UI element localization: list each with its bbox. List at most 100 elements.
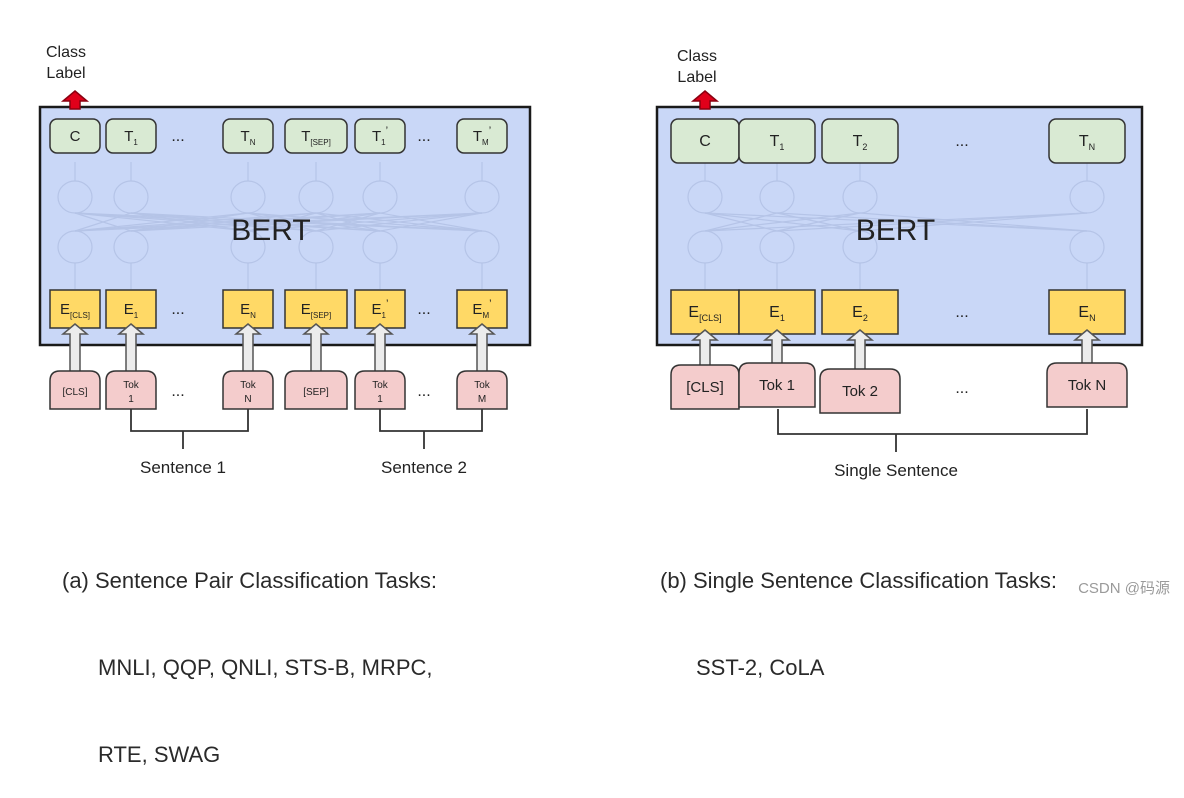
panel-a-link — [379, 212, 483, 232]
panel-a-model-label: BERT — [231, 214, 310, 247]
panel-b-ellipsis-embedding-0: ... — [955, 304, 968, 321]
panel-a-link — [130, 212, 483, 232]
panel-a-token-2 — [222, 370, 274, 410]
panel-a-embedding-label-4-prime: ’ — [386, 298, 388, 310]
panel-a-embedding-2 — [222, 289, 274, 329]
panel-a-output-label-5-main: T — [473, 128, 482, 145]
caption-b-line-2: SST-2, CoLA — [696, 655, 825, 680]
panel-b-class-label-line-2: Label — [677, 69, 716, 86]
panel-a-token-label-3: [SEP] — [303, 387, 329, 398]
panel-a-network — [57, 162, 500, 289]
panel-b-embedding-label-2-sub: 2 — [863, 313, 868, 323]
panel-a-output-0 — [49, 118, 101, 154]
panel-b-embedding-1 — [738, 289, 816, 335]
panel-b-token-label-0: [CLS] — [686, 379, 724, 396]
panel-b-link — [704, 212, 861, 232]
caption-b-line-1: (b) Single Sentence Classification Tasks… — [660, 568, 1058, 593]
panel-a-token-4 — [354, 370, 406, 410]
panel-a-embedding-3 — [284, 289, 348, 329]
caption-a-line-3: RTE, SWAG — [98, 742, 221, 767]
panel-a-link — [74, 212, 381, 232]
panel-a-output-label-2-main: T — [241, 128, 250, 145]
panel-b-link — [704, 212, 778, 232]
caption-a: (a) Sentence Pair Classification Tasks: … — [62, 508, 437, 798]
panel-b-embedding-0 — [670, 289, 740, 335]
panel-a-token-label-1-b: 1 — [128, 394, 134, 405]
panel-a-input-arrow-3 — [301, 323, 331, 378]
panel-a-ellipsis-embedding-0: ... — [171, 301, 184, 318]
panel-a-token-label-2-a: Tok — [240, 380, 257, 391]
panel-b-link — [776, 212, 1088, 232]
panel-b-output-label-0: C — [699, 133, 711, 150]
panel-a-embedding-label-5-prime: ’ — [489, 298, 491, 310]
panel-b-output-1 — [738, 118, 816, 164]
panel-b-output-2 — [821, 118, 899, 164]
panel-a-link — [74, 212, 249, 232]
panel-a-embedding-label-0-sub: [CLS] — [70, 311, 90, 320]
panel-b-output-3 — [1048, 118, 1126, 164]
panel-a-embedding-label-4-main: E — [372, 301, 382, 318]
panel-b-token-label-1: Tok 1 — [759, 377, 795, 394]
panel-b-output-label-3-main: T — [1079, 133, 1089, 150]
panel-b-model-label: BERT — [856, 214, 935, 247]
panel-a-embedding-label-3-sub: [SEP] — [311, 311, 331, 320]
panel-a-output-label-3-main: T — [301, 128, 310, 145]
panel-b-output-label-3: TN — [1079, 133, 1095, 152]
panel-a-embedding-label-5: EM’ — [472, 298, 491, 320]
caption-a-line-2: MNLI, QQP, QNLI, STS-B, MRPC, — [98, 655, 433, 680]
caption-a-line-1: (a) Sentence Pair Classification Tasks: — [62, 568, 437, 593]
panel-b-token-1 — [738, 362, 816, 408]
panel-a-link — [130, 212, 381, 232]
panel-a-token-label-4-a: Tok — [372, 380, 389, 391]
panel-a-output-1 — [105, 118, 157, 154]
panel-a-link — [74, 212, 132, 232]
panel-b-embedding-label-0: E[CLS] — [688, 304, 721, 323]
panel-b-embedding-label-0-main: E — [688, 304, 699, 321]
panel-a-input-arrow-0 — [60, 323, 90, 378]
panel-b-embedding-label-1-main: E — [769, 304, 780, 321]
panel-a-token-label-0: [CLS] — [62, 387, 87, 398]
panel-a-embedding-label-1-main: E — [124, 301, 134, 318]
panel-a-input-arrow-4 — [365, 323, 395, 378]
panel-b-output-label-2-main: T — [853, 133, 863, 150]
panel-b-embedding-2 — [821, 289, 899, 335]
panel-a-output-label-5-sub: M — [482, 138, 489, 147]
panel-b-embedding-label-3: EN — [1078, 304, 1095, 323]
panel-a-output-label-4-prime: ’ — [386, 125, 388, 137]
panel-a-output-label-2: TN — [241, 128, 256, 147]
panel-a-embedding-label-1: E1 — [124, 301, 139, 320]
panel-a-output-label-1-main: T — [124, 128, 133, 145]
panel-b-class-label-line-1: Class — [677, 48, 717, 65]
panel-a-embedding-label-5-sub: M — [482, 311, 489, 320]
panel-a-embedding-label-2: EN — [240, 301, 256, 320]
panel-a-sentence-bracket-1 — [379, 409, 483, 432]
panel-a-output-4 — [354, 118, 406, 154]
panel-b-output-label-1: T1 — [770, 133, 785, 152]
panel-b-output-label-1-sub: 1 — [779, 142, 784, 152]
panel-a-token-3 — [284, 370, 348, 410]
panel-a-sentence-label-0: Sentence 1 — [140, 458, 226, 477]
panel-b-embedding-label-1-sub: 1 — [780, 313, 785, 323]
panel-a-input-arrow-2 — [233, 323, 263, 378]
panel-a-embedding-label-4: E1’ — [372, 298, 389, 320]
panel-b-output-label-2-sub: 2 — [862, 142, 867, 152]
caption-b: (b) Single Sentence Classification Tasks… — [660, 508, 1057, 711]
panel-a-output-label-4: T1’ — [372, 125, 388, 147]
panel-b-link — [704, 212, 1088, 232]
panel-b-embedding-label-3-sub: N — [1089, 313, 1096, 323]
panel-a-embedding-label-3: E[SEP] — [301, 301, 331, 320]
panel-b-embedding-label-2: E2 — [852, 304, 868, 323]
panel-a-embedding-label-2-sub: N — [250, 311, 256, 320]
panel-b-embedding-label-0-sub: [CLS] — [699, 313, 722, 323]
panel-b-ellipsis-output-0: ... — [955, 133, 968, 150]
panel-a-class-label-line-2: Label — [46, 65, 85, 82]
panel-b-token-3 — [1046, 362, 1128, 408]
panel-a-output-label-4-sub: 1 — [381, 138, 386, 147]
panel-a-embedding-label-0-main: E — [60, 301, 70, 318]
panel-b-token-2 — [819, 368, 901, 414]
panel-a-token-label-5-b: M — [478, 394, 486, 405]
panel-b-output-label-0-main: C — [699, 133, 711, 150]
panel-a-embedding-label-1-sub: 1 — [134, 311, 139, 320]
panel-b-class-arrow — [690, 90, 720, 110]
